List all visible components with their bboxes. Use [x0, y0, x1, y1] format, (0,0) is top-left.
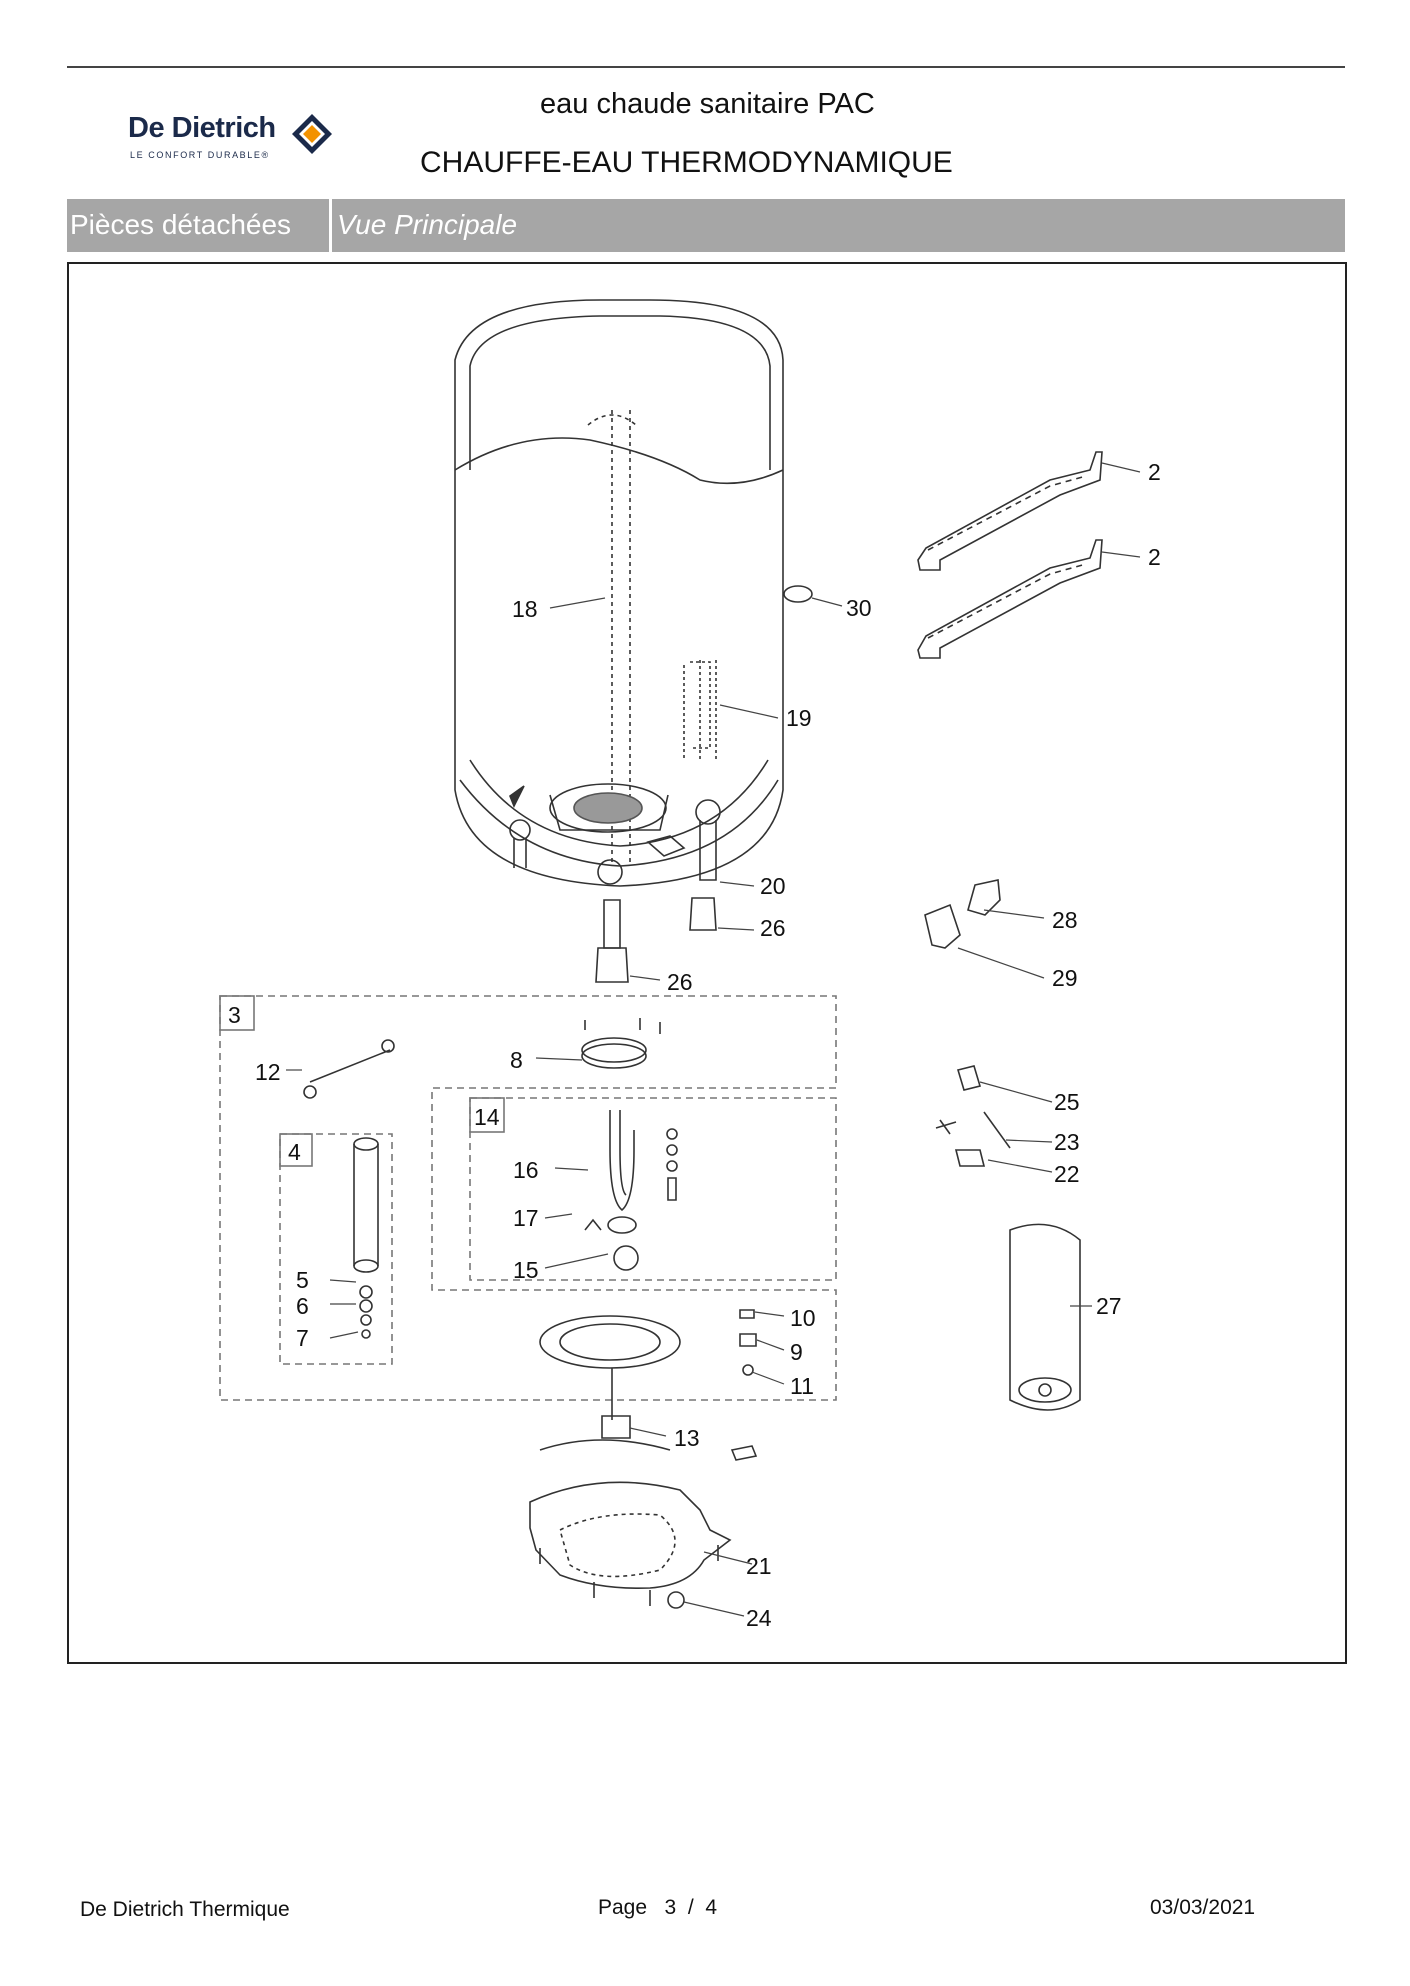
callout-11: 11 [790, 1373, 814, 1399]
kit-3-box [219, 995, 837, 1401]
section-category-label: Pièces détachées [70, 209, 292, 240]
footer-company: De Dietrich Thermique [80, 1898, 290, 1921]
wall-brackets [683, 451, 1103, 760]
callout-17: 17 [513, 1205, 539, 1231]
callout-27: 27 [1096, 1293, 1122, 1319]
callout-16: 16 [513, 1157, 539, 1183]
kit-contents [303, 1018, 757, 1439]
callout-3: 3 [228, 1002, 241, 1028]
callout-6: 6 [296, 1293, 309, 1319]
diamond-logo-icon [292, 114, 332, 154]
callout-8: 8 [510, 1047, 523, 1073]
callout-14: 14 [474, 1104, 500, 1130]
union-pipes [924, 879, 1001, 949]
callout-12: 12 [255, 1059, 281, 1085]
callout-23: 23 [1054, 1129, 1080, 1155]
callout-labels: 2 2 3 4 5 6 7 8 9 10 11 12 13 14 15 16 1… [228, 459, 1161, 1631]
callout-15: 15 [513, 1257, 539, 1283]
kit-labels-boxes [219, 995, 505, 1167]
callout-18: 18 [512, 596, 538, 622]
callout-30: 30 [846, 595, 872, 621]
leader-lines [286, 462, 1141, 1617]
accessory-parts [935, 1065, 1081, 1411]
callout-28: 28 [1052, 907, 1078, 933]
section-view-label: Vue Principale [337, 209, 518, 240]
section-category: Pièces détachées [67, 199, 332, 252]
top-rule [67, 66, 1345, 68]
callout-24: 24 [746, 1605, 772, 1631]
brand-tagline: LE CONFORT DURABLE® [130, 150, 270, 160]
callout-25: 25 [1054, 1089, 1080, 1115]
tank-body [454, 299, 784, 887]
footer-date: 03/03/2021 [1150, 1896, 1256, 1919]
document-title: CHAUFFE-EAU THERMODYNAMIQUE [420, 146, 953, 179]
callout-5: 5 [296, 1267, 309, 1293]
callout-29: 29 [1052, 965, 1078, 991]
callout-20: 20 [760, 873, 786, 899]
bottom-cover [529, 1439, 758, 1609]
callout-26b: 26 [667, 969, 693, 995]
footer-page-number: Page 3 / 4 [598, 1896, 718, 1919]
drawing-frame [67, 262, 1347, 1664]
brand-name: De Dietrich [128, 112, 276, 144]
section-bar: Pièces détachées Vue Principale [67, 199, 1345, 252]
callout-21: 21 [746, 1553, 772, 1579]
callout-10: 10 [790, 1305, 816, 1331]
callout-19: 19 [786, 705, 812, 731]
document-subtitle: eau chaude sanitaire PAC [540, 88, 875, 120]
callout-4: 4 [288, 1139, 301, 1165]
callout-22: 22 [1054, 1161, 1080, 1187]
pipe-fittings [595, 897, 717, 983]
callout-9: 9 [790, 1339, 803, 1365]
callout-7: 7 [296, 1325, 309, 1351]
callout-2a: 2 [1148, 459, 1161, 485]
brand-logo: De Dietrich LE CONFORT DURABLE® [128, 108, 348, 168]
callout-26a: 26 [760, 915, 786, 941]
callout-2b: 2 [1148, 544, 1161, 570]
callout-13: 13 [674, 1425, 700, 1451]
